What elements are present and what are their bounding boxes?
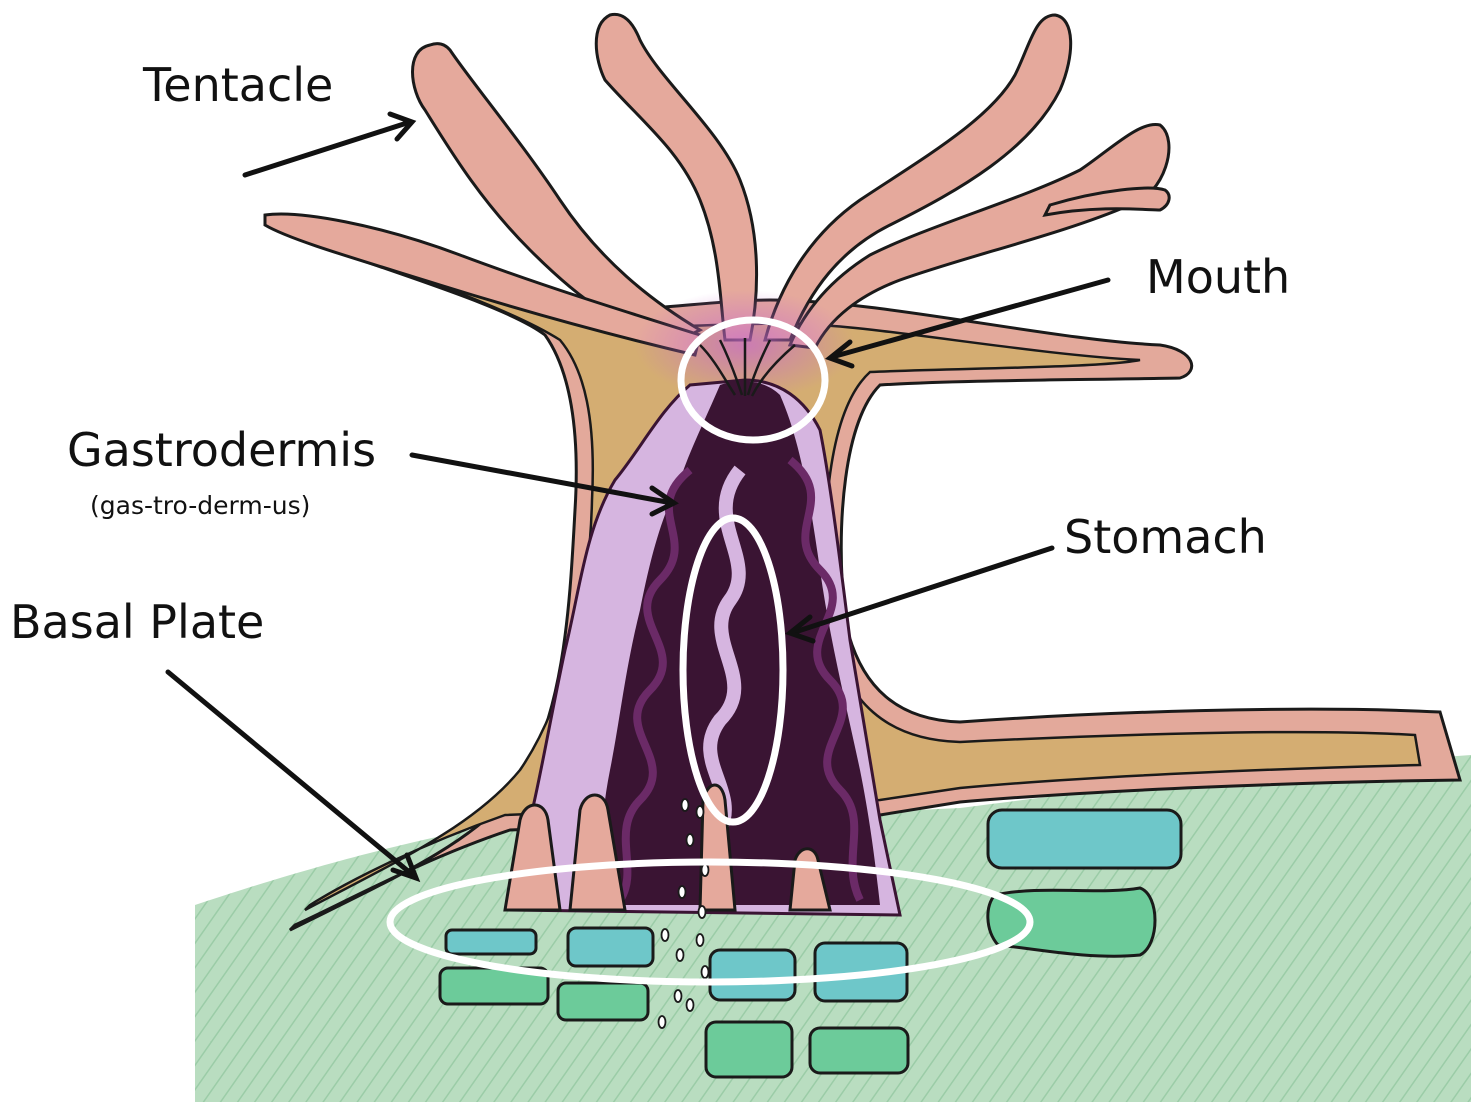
label-tentacle: Tentacle	[143, 62, 333, 108]
block-green-4	[706, 1022, 792, 1077]
block-teal-1	[988, 810, 1181, 868]
block-teal-3	[568, 928, 653, 966]
block-teal-2	[446, 930, 536, 954]
tentacle-3	[765, 15, 1071, 340]
block-green-5	[810, 1028, 908, 1073]
tentacle-arrow	[245, 122, 410, 175]
basal-plate-arrow	[168, 672, 414, 876]
block-green-3	[558, 983, 648, 1020]
label-basal-plate: Basal Plate	[10, 599, 264, 645]
block-green-1	[988, 888, 1155, 956]
label-gastrodermis: Gastrodermis	[67, 427, 376, 473]
label-stomach: Stomach	[1064, 514, 1267, 560]
label-mouth: Mouth	[1146, 254, 1290, 300]
label-gastrodermis-pronunciation: (gas-tro-derm-us)	[90, 493, 310, 518]
block-teal-4	[710, 950, 795, 1000]
